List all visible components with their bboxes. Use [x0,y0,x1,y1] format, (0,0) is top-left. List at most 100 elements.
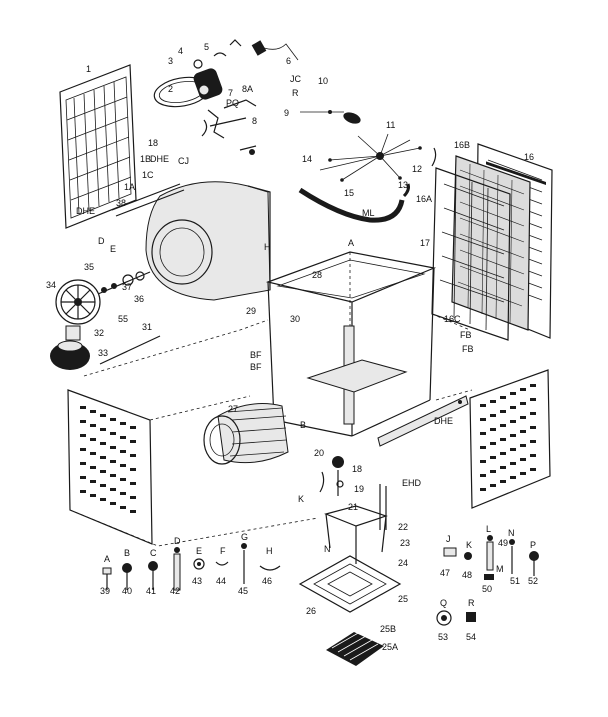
code-cj: CJ [178,156,189,166]
hw-letter-g: G [241,532,248,542]
code-h: H [264,242,271,252]
callout-25a: 25A [382,642,398,652]
callout-22: 22 [398,522,408,532]
hw-letter-q: Q [440,598,447,608]
hw-letter-m: M [496,564,504,574]
callout-53: 53 [438,632,448,642]
code-d: D [98,236,105,246]
callout-3: 3 [168,56,173,66]
callout-26: 26 [306,606,316,616]
float-valve [319,456,387,530]
callout-23: 23 [400,538,410,548]
code-dhe-2: DHE [150,154,169,164]
callout-8: 8 [252,116,257,126]
hw-letter-f: F [220,546,226,556]
callout-5: 5 [204,42,209,52]
letter-codes: DHE DHE DHE EHD PQ ML FB FB BF BF CJ JC … [76,74,474,554]
callout-50: 50 [482,584,492,594]
callout-39: 39 [100,586,110,596]
callout-13: 13 [398,180,408,190]
code-bf-1: BF [250,350,262,360]
callout-49: 49 [498,538,508,548]
callout-1b: 1B [140,154,151,164]
pump-stand [298,505,402,613]
callout-4: 4 [178,46,183,56]
blower-housing [111,181,271,301]
callout-33: 33 [98,348,108,358]
water-distributor [319,133,437,182]
hw-letter-a: A [104,554,110,564]
code-a: A [348,238,354,248]
callout-10: 10 [318,76,328,86]
code-bf-2: BF [250,362,262,372]
callout-14: 14 [302,154,312,164]
callout-40: 40 [122,586,132,596]
code-k: K [298,494,304,504]
callout-52: 52 [528,576,538,586]
hw-letter-c: C [150,548,157,558]
cooling-pad-right [431,143,553,341]
hardware-bolts-left [102,543,281,591]
callout-31: 31 [142,322,152,332]
callout-51: 51 [510,576,520,586]
callout-16c: 16C [444,314,461,324]
blower-wheel [203,403,289,465]
hw-letter-b: B [124,548,130,558]
callout-45: 45 [238,586,248,596]
callout-1c: 1C [142,170,154,180]
callout-28: 28 [312,270,322,280]
hw-letter-j: J [446,534,451,544]
code-e: E [110,244,116,254]
code-ehd: EHD [402,478,422,488]
hw-letter-p: P [530,540,536,550]
callout-24: 24 [398,558,408,568]
callout-25: 25 [398,594,408,604]
code-n: N [324,544,331,554]
shaft-bearings [97,271,151,295]
hw-letter-h: H [266,546,273,556]
callout-8a: 8A [242,84,253,94]
callout-1: 1 [86,64,91,74]
code-dhe-1: DHE [76,206,95,216]
callout-16a: 16A [416,194,432,204]
callout-30: 30 [290,314,300,324]
code-ml: ML [362,208,375,218]
pulley-wheel [55,279,101,325]
callout-7: 7 [228,88,233,98]
callout-46: 46 [262,576,272,586]
hw-letter-r: R [468,598,475,608]
callout-16: 16 [524,152,534,162]
callout-55: 55 [118,314,128,324]
callout-34: 34 [46,280,56,290]
callout-9: 9 [284,108,289,118]
callout-48: 48 [462,570,472,580]
callout-12: 12 [412,164,422,174]
filter-grille-back-left [59,64,137,229]
callout-35: 35 [84,262,94,272]
float-part [300,110,361,124]
callout-44: 44 [216,576,226,586]
callout-11: 11 [386,120,395,130]
callout-18-b: 18 [352,464,362,474]
hw-letter-l: L [486,524,491,534]
callout-15: 15 [344,188,354,198]
callout-43: 43 [192,576,202,586]
motor-assembly [153,39,299,139]
code-jc: JC [290,74,302,84]
callout-27: 27 [228,404,238,414]
callout-18: 18 [148,138,158,148]
code-r: R [292,88,299,98]
louver-panel-left [67,389,153,545]
callout-2: 2 [168,84,173,94]
code-pq: PQ [226,98,239,108]
callout-1a: 1A [124,182,135,192]
callout-6: 6 [286,56,291,66]
callout-16b: 16B [454,140,470,150]
callout-29: 29 [246,306,256,316]
hw-letter-e: E [196,546,202,556]
callout-36: 36 [134,294,144,304]
hw-letter-n: N [508,528,515,538]
support-rod [99,335,161,365]
callout-37: 37 [122,282,132,292]
